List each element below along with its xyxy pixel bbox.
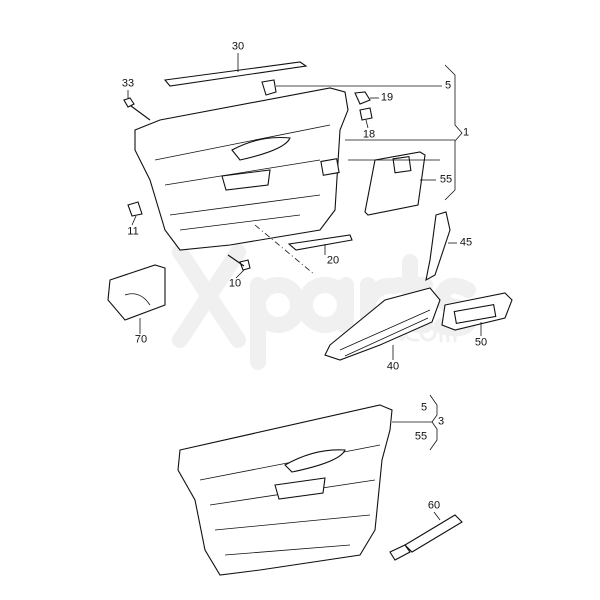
callout-70: 70 (134, 333, 148, 346)
callout-5: 5 (444, 79, 452, 92)
callout-60: 60 (427, 499, 441, 512)
callout-55: 55 (439, 173, 453, 186)
part-5-clip (261, 79, 277, 96)
callout-30: 30 (231, 40, 245, 53)
callout-3: 3 (437, 415, 445, 428)
part-30-trim-strip (163, 61, 308, 87)
part-33-screw (123, 97, 151, 121)
callout-55-lower: 55 (414, 430, 428, 443)
part-1-door-handle (231, 136, 291, 161)
callout-1: 1 (462, 126, 470, 139)
part-45-strip (425, 211, 451, 282)
callout-50: 50 (474, 336, 488, 349)
callout-10: 10 (228, 277, 242, 290)
callout-5-lower: 5 (420, 401, 428, 414)
callout-45: 45 (459, 236, 473, 249)
part-3-door-handle (284, 449, 346, 473)
part-18-screw (359, 107, 373, 121)
part-11-clip (127, 201, 143, 217)
part-40-armrest (324, 287, 441, 361)
callout-40: 40 (386, 360, 400, 373)
callout-11: 11 (127, 225, 139, 238)
part-70-bracket (107, 264, 166, 321)
callout-20: 20 (326, 254, 340, 267)
part-1-door-panel (134, 87, 349, 251)
callout-18: 18 (362, 128, 376, 141)
part-10-screw (227, 254, 251, 271)
part-19-bolt (354, 91, 371, 105)
callout-19: 19 (380, 91, 394, 104)
part-20-trim (287, 234, 353, 251)
callout-33: 33 (121, 77, 135, 90)
part-60-tube (404, 514, 463, 553)
